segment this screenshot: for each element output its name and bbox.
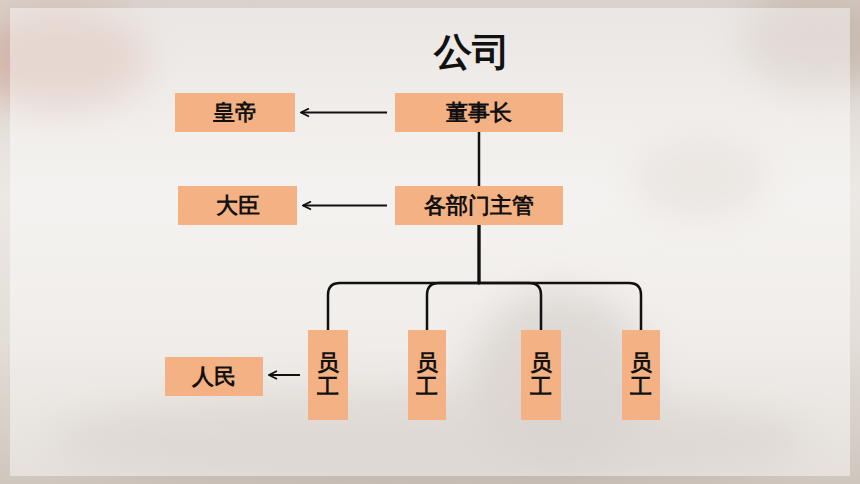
node-label: 董事长 bbox=[446, 98, 512, 128]
node-label: 员工 bbox=[630, 351, 652, 399]
staff-box: 员工 bbox=[308, 330, 348, 420]
node-label: 员工 bbox=[530, 351, 552, 399]
diagram-title: 公司 bbox=[434, 27, 510, 78]
hierarchy-line bbox=[427, 225, 479, 330]
hierarchy-line bbox=[479, 225, 641, 330]
manager-box: 各部门主管 bbox=[395, 186, 563, 225]
hierarchy-line bbox=[478, 132, 481, 186]
mapping-arrow bbox=[303, 205, 387, 207]
mapping-arrow bbox=[301, 112, 387, 114]
minister-box: 大臣 bbox=[178, 186, 297, 225]
node-label: 人民 bbox=[192, 362, 236, 392]
people-box: 人民 bbox=[165, 357, 263, 396]
node-label: 各部门主管 bbox=[424, 191, 534, 221]
hierarchy-line bbox=[328, 225, 479, 330]
ruler-box: 皇帝 bbox=[175, 93, 295, 132]
node-label: 大臣 bbox=[216, 191, 260, 221]
node-label: 员工 bbox=[317, 351, 339, 399]
staff-box: 员工 bbox=[622, 330, 660, 420]
node-label: 员工 bbox=[416, 351, 438, 399]
staff-box: 员工 bbox=[408, 330, 446, 420]
staff-box: 员工 bbox=[521, 330, 561, 420]
node-label: 皇帝 bbox=[213, 98, 257, 128]
chairman-box: 董事长 bbox=[395, 93, 563, 132]
mapping-arrow bbox=[269, 374, 300, 376]
hierarchy-line bbox=[479, 225, 541, 330]
